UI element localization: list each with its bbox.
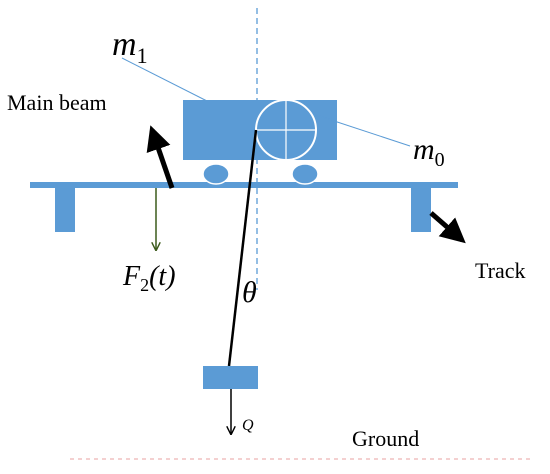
m0-leader-line	[315, 114, 411, 147]
payload-block	[203, 366, 258, 389]
m1-label-subscript: 1	[137, 43, 148, 68]
force-label: F2(t)	[122, 261, 176, 295]
m0-label: m0	[413, 133, 445, 171]
track-pointer-arrow	[429, 211, 466, 244]
force-label-subscript: 2	[140, 275, 149, 295]
load-label: Q	[242, 417, 254, 434]
m0-label-subscript: 0	[435, 149, 445, 171]
theta-label: θ	[242, 276, 257, 309]
right-support	[411, 188, 431, 232]
m0-label-base: m	[413, 133, 435, 166]
hoist-rope	[227, 129, 258, 367]
hoist-drum	[255, 99, 317, 161]
m1-label: m1	[112, 26, 148, 68]
track-label: Track	[475, 258, 526, 283]
main-beam-label: Main beam	[7, 90, 107, 115]
force-label-argument: (t)	[149, 261, 175, 292]
trolley-wheel-left	[202, 163, 230, 185]
m1-label-base: m	[112, 26, 137, 63]
m1-leader-line	[121, 57, 208, 102]
trolley-wheel-right	[291, 163, 319, 185]
ground-label: Ground	[352, 426, 419, 451]
left-support	[55, 188, 75, 232]
main-beam-pointer-arrow	[146, 125, 175, 189]
force-label-symbol: F	[122, 261, 141, 292]
main-beam	[30, 182, 458, 188]
